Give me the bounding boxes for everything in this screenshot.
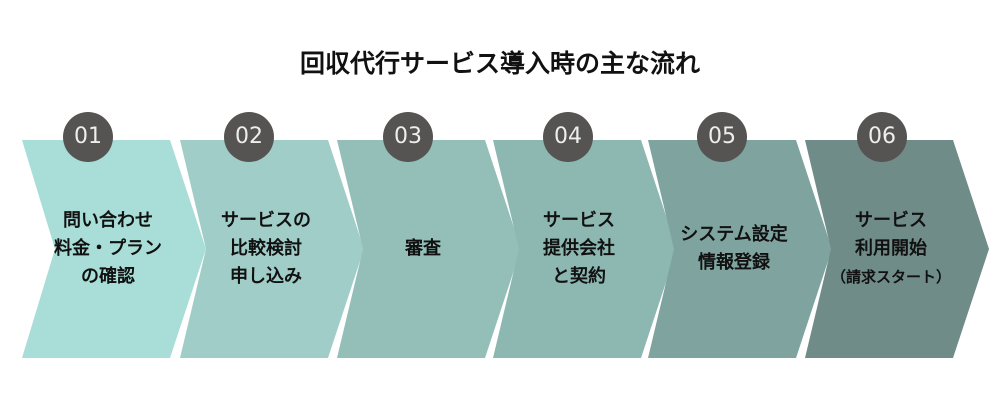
- step-number-badge: 04: [543, 112, 593, 162]
- chevron-step-1: [22, 140, 206, 358]
- step-number-badge: 03: [383, 112, 433, 162]
- step-label-line: 比較検討: [230, 238, 302, 259]
- step-label-line: システム設定: [680, 224, 788, 245]
- step-label-line: サービス: [855, 210, 927, 231]
- step-label-line: （請求スタート）: [830, 268, 951, 286]
- step-label-line: 問い合わせ: [63, 210, 153, 231]
- step-number-badge: 05: [697, 112, 747, 162]
- step-label-line: サービスの: [221, 210, 311, 231]
- step-label-line: 提供会社: [543, 238, 615, 259]
- chevron-step-4: [493, 140, 677, 358]
- step-label: サービス提供会社と契約: [504, 207, 654, 291]
- chevron-step-3: [337, 140, 521, 358]
- step-label: 審査: [348, 235, 498, 263]
- diagram-title: 回収代行サービス導入時の主な流れ: [299, 49, 700, 78]
- chevron-step-6: [805, 140, 989, 358]
- step-label-line: 審査: [405, 238, 441, 259]
- step-number-badge: 01: [63, 112, 113, 162]
- step-label-line: 申し込み: [230, 266, 302, 287]
- step-label: サービスの比較検討申し込み: [191, 207, 341, 291]
- step-label-line: 料金・プラン: [54, 238, 162, 259]
- step-number-badge: 02: [224, 112, 274, 162]
- step-label: 問い合わせ料金・プランの確認: [33, 207, 183, 291]
- step-label-line: 利用開始: [855, 238, 927, 259]
- chevron-step-2: [180, 140, 364, 358]
- step-label: サービス利用開始 （請求スタート）: [816, 207, 966, 291]
- step-label-line: 情報登録: [698, 252, 770, 273]
- step-number-badge: 06: [857, 112, 907, 162]
- step-label-line: の確認: [81, 266, 135, 287]
- step-label-line: と契約: [552, 266, 606, 287]
- step-label-line: サービス: [543, 210, 615, 231]
- step-label: システム設定情報登録: [659, 221, 809, 277]
- chevron-step-5: [648, 140, 832, 358]
